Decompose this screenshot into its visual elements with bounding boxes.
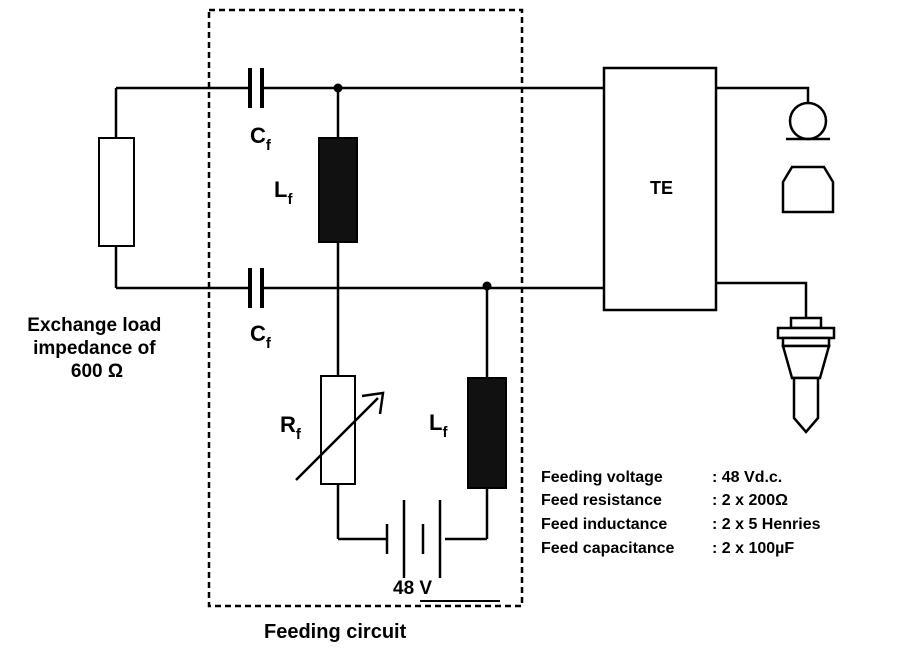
battery <box>385 500 500 602</box>
handset-icon <box>716 86 835 214</box>
spec-value-2: : 2 x 5 Henries <box>712 516 821 533</box>
exchange-load-line-2: impedance of <box>33 338 156 359</box>
spec-name-3: Feed capacitance <box>541 540 675 557</box>
te-label: TE <box>650 178 673 198</box>
spec-value-0: : 48 Vd.c. <box>712 469 782 486</box>
feeding-circuit-boundary <box>207 8 524 608</box>
capacitor-top <box>248 68 264 108</box>
spec-name-2: Feed inductance <box>541 516 667 533</box>
capacitor-bottom-label: Cf <box>250 321 272 352</box>
spec-name-0: Feeding voltage <box>541 469 663 486</box>
capacitor-top-label: Cf <box>250 123 272 154</box>
exchange-load-line-1: Exchange load <box>27 315 161 336</box>
capacitor-bottom <box>248 268 264 308</box>
te-box <box>602 66 718 312</box>
inductor-lower-label: Lf <box>429 410 448 441</box>
feeding-circuit-caption: Feeding circuit <box>264 621 407 643</box>
inductor-lower <box>445 286 507 541</box>
inductor-upper <box>318 88 358 376</box>
spec-table: Feeding voltage : 48 Vd.c. Feed resistan… <box>541 469 821 557</box>
resistor-label: Rf <box>280 412 302 443</box>
variable-resistor <box>295 375 387 541</box>
inductor-upper-label: Lf <box>274 177 293 208</box>
spec-value-3: : 2 x 100µF <box>712 540 794 557</box>
spec-value-1: : 2 x 200Ω <box>712 492 788 509</box>
battery-label: 48 V <box>393 578 432 599</box>
exchange-load-label: Exchange load impedance of 600 Ω <box>27 315 166 382</box>
exchange-load-line-3: 600 Ω <box>71 361 123 382</box>
dial-device-icon <box>716 281 836 434</box>
exchange-load-impedance <box>98 86 250 290</box>
spec-name-1: Feed resistance <box>541 492 662 509</box>
